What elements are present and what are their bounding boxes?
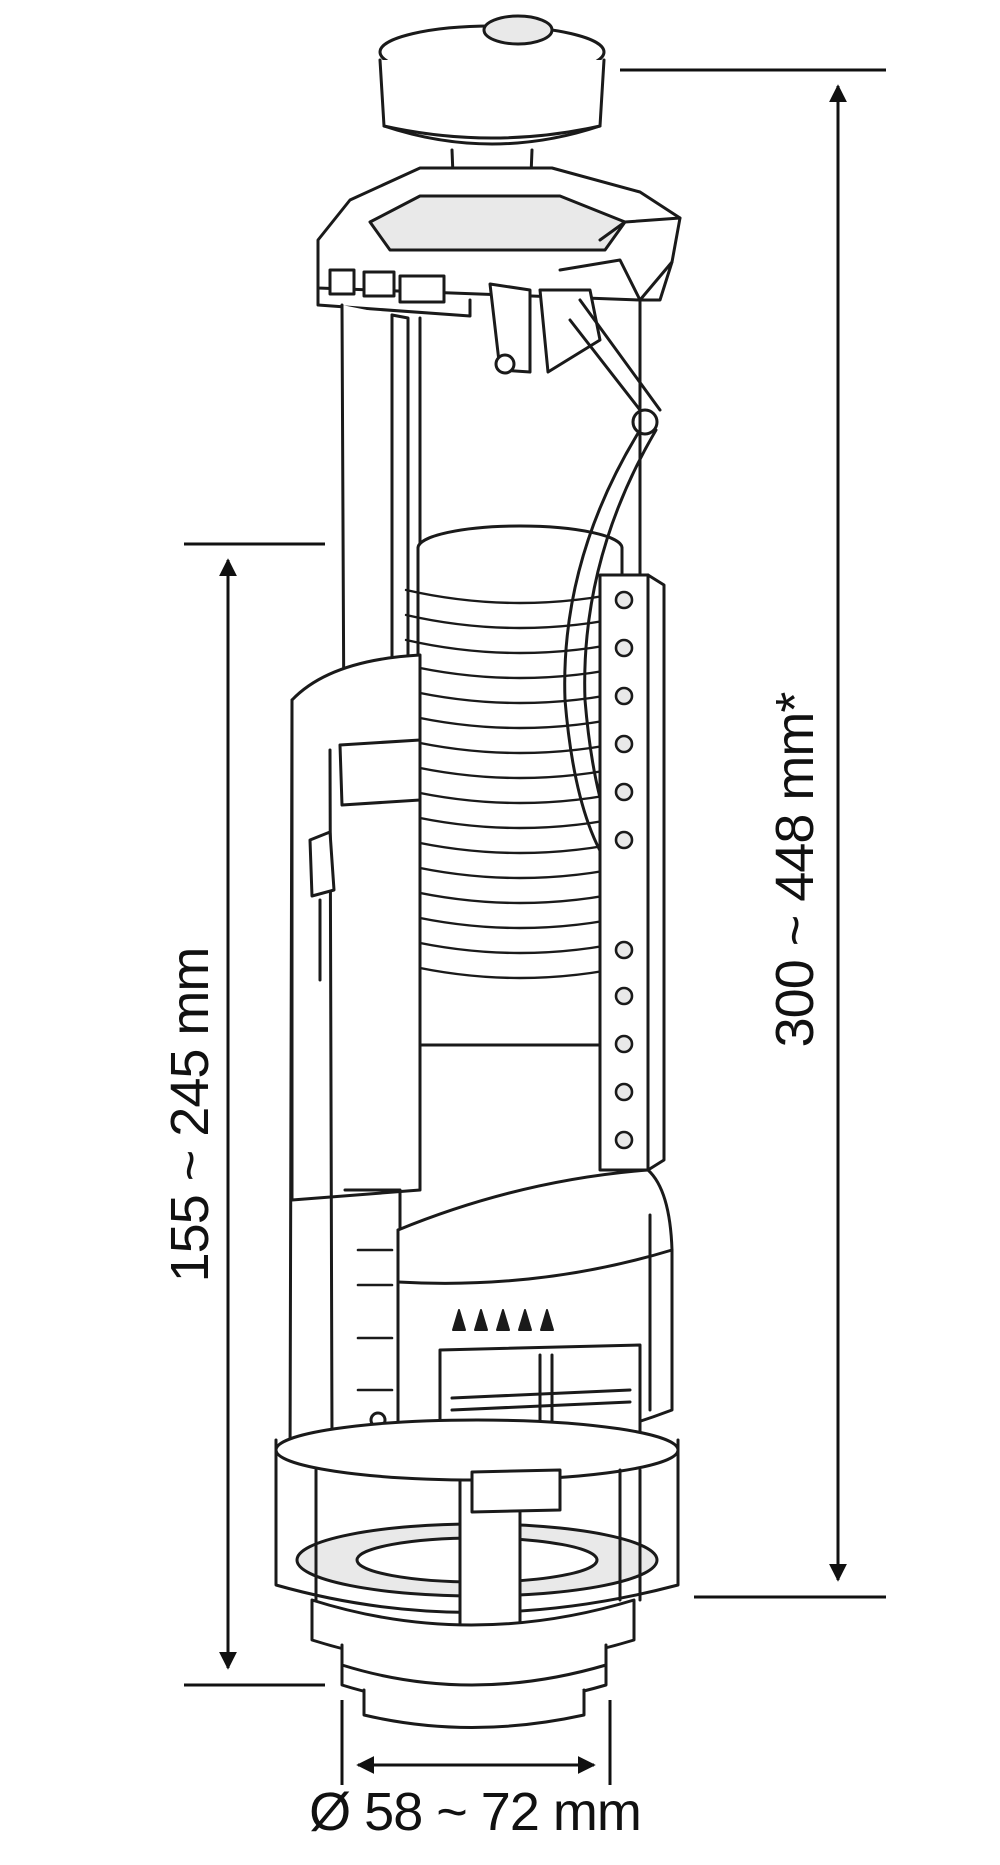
dimension-lines (184, 68, 886, 1785)
lever-mechanism (488, 258, 662, 622)
top-bracket (316, 166, 682, 318)
total-height-dimension-label: 300 ~ 448 mm* (765, 692, 825, 1048)
housing-scale-marks (356, 1248, 394, 1392)
arrow-markers (452, 1309, 554, 1331)
threaded-outlet (310, 1598, 636, 1729)
valve-body (356, 1168, 674, 1460)
diameter-dimension-label: Ø 58 ~ 72 mm (309, 1782, 642, 1842)
height-dimension-label: 155 ~ 245 mm (160, 947, 220, 1283)
push-button (378, 14, 606, 146)
height-adjustment-rack (598, 573, 666, 1172)
adjustment-holes (614, 590, 634, 1150)
main-housing (288, 653, 422, 1472)
guide-column (340, 303, 422, 752)
base-cage (274, 1418, 680, 1632)
